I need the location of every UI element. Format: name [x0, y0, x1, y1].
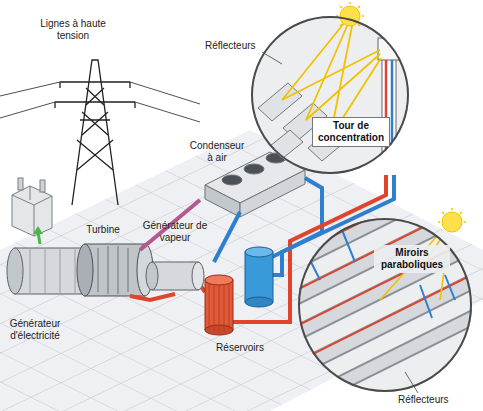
- part-label: Réflecteurs: [205, 40, 263, 52]
- trough-inset: [295, 163, 480, 406]
- transformer: [12, 178, 52, 236]
- trough-circle: Miroirs paraboliques: [298, 218, 472, 392]
- power-arrow: [33, 226, 43, 234]
- inset-title: Miroirs paraboliques: [374, 245, 450, 273]
- leader-line: [262, 52, 282, 64]
- pylon: [0, 60, 200, 205]
- sun: [438, 208, 466, 232]
- part-label: Turbine: [78, 224, 128, 236]
- hot-tank: [205, 275, 233, 335]
- line-label: Lignes à haute tension: [40, 18, 106, 42]
- hot-pipe: [130, 294, 175, 300]
- turbine: [77, 244, 153, 296]
- steam-generator: [146, 262, 204, 290]
- water-pipe: [214, 212, 240, 262]
- tower-inset: [251, 16, 409, 190]
- electric-generator: [7, 248, 85, 294]
- cold-tank: [245, 247, 273, 307]
- tower-circle: Tour de concentration: [251, 16, 409, 174]
- sun: [336, 2, 364, 26]
- part-label: Réflecteurs: [398, 394, 460, 406]
- inset-title: Tour de concentration: [312, 117, 390, 147]
- part-label: Générateur d'électricité: [2, 318, 68, 342]
- part-label: Condenseur à air: [186, 140, 248, 164]
- leader-line: [405, 372, 418, 393]
- ground-grid: [0, 130, 483, 411]
- part-label: Réservoirs: [205, 342, 275, 354]
- part-label: Générateur de vapeur: [138, 220, 212, 244]
